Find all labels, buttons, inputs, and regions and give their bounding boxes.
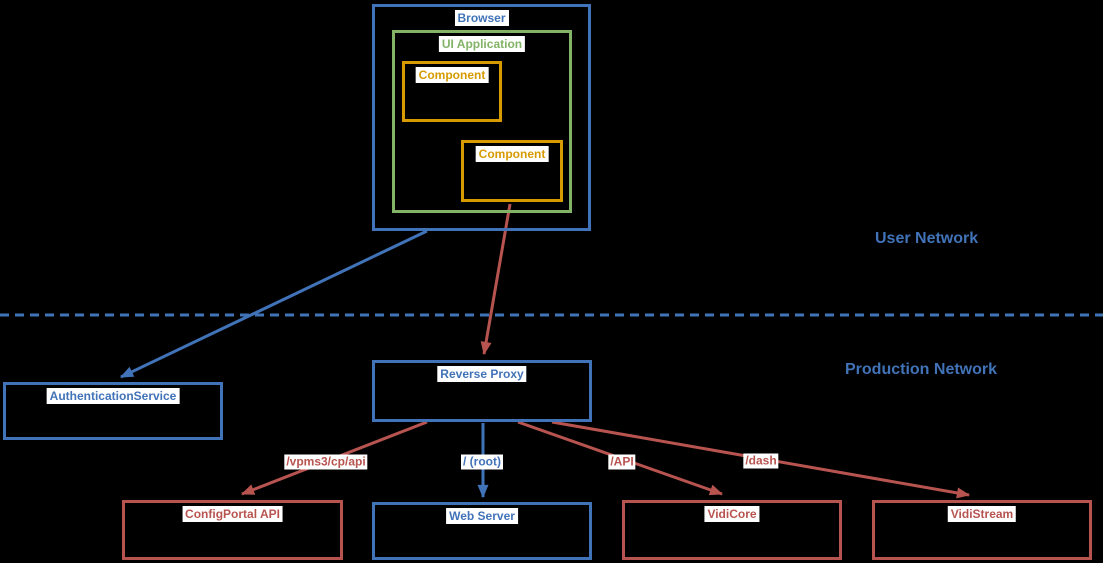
edge-label-api: /API <box>608 454 636 470</box>
component-1-label: Component <box>415 67 489 83</box>
component-2-label: Component <box>475 146 549 162</box>
vidistream-label: VidiStream <box>947 506 1017 522</box>
production-network-zone-label: Production Network <box>845 361 998 378</box>
edge-browser-to-auth-service <box>120 229 428 379</box>
reverse-proxy-label: Reverse Proxy <box>437 366 527 382</box>
ui-application-label: UI Application <box>438 36 526 52</box>
browser-label: Browser <box>454 10 509 26</box>
web-server-label: Web Server <box>446 508 518 524</box>
component-node-2: Component <box>461 140 563 202</box>
component-node-1: Component <box>402 61 502 122</box>
edge-label-vpms3-cp-api: /vpms3/cp/api <box>284 454 368 470</box>
vidicore-node: VidiCore <box>622 500 842 560</box>
web-server-node: Web Server <box>372 502 592 560</box>
edge-label-dash: /dash <box>743 453 779 469</box>
edge-label-root: / (root) <box>461 454 503 470</box>
authentication-service-label: AuthenticationService <box>46 388 180 404</box>
vidistream-node: VidiStream <box>872 500 1092 560</box>
reverse-proxy-node: Reverse Proxy <box>372 360 592 422</box>
configportal-api-label: ConfigPortal API <box>182 506 283 522</box>
user-network-zone-label: User Network <box>875 230 979 247</box>
authentication-service-node: AuthenticationService <box>3 382 223 440</box>
ui-application-node: UI Application <box>392 30 572 213</box>
vidicore-label: VidiCore <box>704 506 760 522</box>
browser-node: Browser <box>372 4 591 231</box>
configportal-api-node: ConfigPortal API <box>122 500 343 560</box>
